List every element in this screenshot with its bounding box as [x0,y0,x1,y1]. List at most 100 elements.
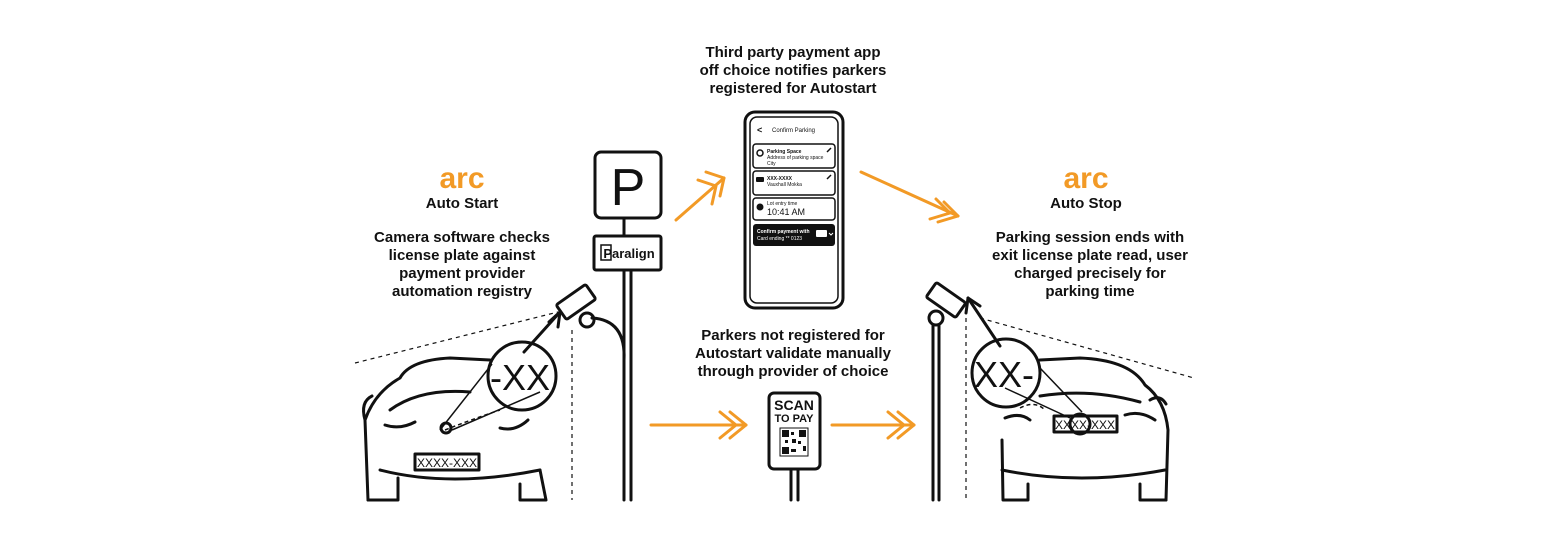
left-description-line-3: payment provider [399,265,525,282]
arrow-to-exit-head-1 [936,200,960,224]
phone-space-address: Address of parking space [767,155,824,161]
arrow-to-scan-head-2 [718,410,738,440]
phone-header: Confirm Parking [772,128,815,134]
chevron-down-icon[interactable] [828,232,834,236]
left-title: Auto Start [426,195,499,212]
right-zoom-line-1 [1004,387,1071,419]
left-description-line-1: Camera software checks [374,229,550,246]
app-caption-line-3: registered for Autostart [710,80,877,97]
phone-back-button[interactable]: < [757,125,762,135]
company-sign-label: Paralign [603,246,654,261]
right-car-wheel-right [1138,482,1168,502]
left-car-bumper [378,468,542,481]
phone-pay-button[interactable] [753,224,835,246]
right-car-body-outline [1038,356,1170,502]
left-camera-view-line [354,311,559,364]
phone-vehicle-model: Vauxhall Mokka [767,182,802,188]
arrow-to-scan-head-1 [728,410,748,440]
left-plate-zoom-circle [486,340,558,412]
left-brand-logo: arc [439,162,484,195]
company-sign-board [592,234,663,272]
left-zoom-line-1 [439,363,493,431]
phone-vehicle-card[interactable] [752,170,836,196]
manual-caption-line-1: Parkers not registered for [701,327,885,344]
left-camera-cable [590,316,626,362]
scan-sign: SCAN TO PAY [767,391,822,502]
left-panel: arc Auto Start Camera software checks li… [374,162,550,300]
phone-entry-card [752,197,836,221]
right-plate-zoom-text: XX- [974,354,1034,395]
phone-entry-time: 10:41 AM [767,207,805,217]
right-car-mirror [1148,396,1168,406]
parking-sign: P Paralign [592,150,663,502]
left-car-wheel-left [366,476,400,502]
arrow-to-exit-shaft [859,170,960,218]
right-description-line-4: parking time [1045,283,1134,300]
right-car-taillight-right [1123,411,1157,422]
clock-icon [756,203,764,211]
manual-caption-line-2: Autostart validate manually [695,345,892,362]
app-caption: Third party payment app off choice notif… [700,44,887,97]
edit-icon[interactable] [826,147,832,153]
left-car-headlight-left [383,420,417,429]
right-brand-logo: arc [1063,162,1108,195]
parking-sign-letter: P [611,159,646,217]
right-car-taillight-left [1003,413,1032,422]
right-description-line-1: Parking session ends with [996,229,1184,246]
left-description-line-4: automation registry [392,283,533,300]
left-car-hood-line [388,389,472,412]
phone-vehicle-plate: XXX-XXXX [767,176,793,182]
phone-screen [749,116,839,304]
flow-arrows [649,170,960,440]
left-car-plate [413,452,481,472]
right-description-line-3: charged precisely for [1014,265,1166,282]
left-description-line-2: license plate against [389,247,536,264]
right-camera [925,281,1195,502]
company-logo-mark [600,244,612,261]
arrow-from-scan-head-1 [896,410,916,440]
arrow-from-scan-head-2 [886,410,906,440]
right-car-plate-focus [1068,412,1092,436]
location-icon [756,149,764,157]
left-detection-arrow-head [547,310,562,329]
right-plate-zoom-circle [970,337,1042,409]
right-camera-body [925,281,967,319]
scan-sign-line-2: TO PAY [775,413,815,425]
right-car-roof-line [1038,391,1142,404]
right-detection-arrow-head [964,296,982,315]
right-car-bumper [1000,468,1167,480]
phone-pay-label: Confirm payment with [757,229,810,235]
phone-frame [743,110,845,310]
phone-space-city: City [767,161,776,167]
right-detection-arrow-shaft [966,296,1002,348]
left-car-mirror [362,394,374,422]
left-car-headlight-right [498,418,530,431]
left-plate-zoom-text: -XX [490,357,550,398]
scan-sign-line-1: SCAN [774,397,814,413]
car-icon [756,177,764,182]
app-caption-line-2: off choice notifies parkers [700,62,887,79]
edit-icon[interactable] [826,174,832,180]
left-camera [354,283,626,500]
right-camera-view-line [979,317,1195,379]
right-panel: arc Auto Stop Parking session ends with … [992,162,1188,300]
right-title: Auto Stop [1050,195,1122,212]
arrow-to-exit-head-2 [928,197,952,221]
left-car-plate-text: XXXX-XXX [417,456,477,470]
scan-sign-board [767,391,822,471]
phone-space-title: Parking Space [767,149,802,155]
arrow-to-phone-shaft [674,176,726,222]
right-camera-mount [927,309,945,327]
right-description-line-2: exit license plate read, user [992,247,1188,264]
right-car-plate-text: XXXX-XXX [1055,418,1115,432]
left-zoom-line-2 [451,391,541,431]
arrow-to-phone-head-1 [704,170,726,198]
card-icon [816,230,827,237]
phone: < Confirm Parking Parking Space Address … [743,110,845,310]
right-zoom-line-2 [1039,367,1083,413]
phone-space-card[interactable] [752,143,836,169]
arrow-to-phone-head-2 [696,178,718,206]
phone-pay-card: Card ending ** 0123 [757,236,802,242]
